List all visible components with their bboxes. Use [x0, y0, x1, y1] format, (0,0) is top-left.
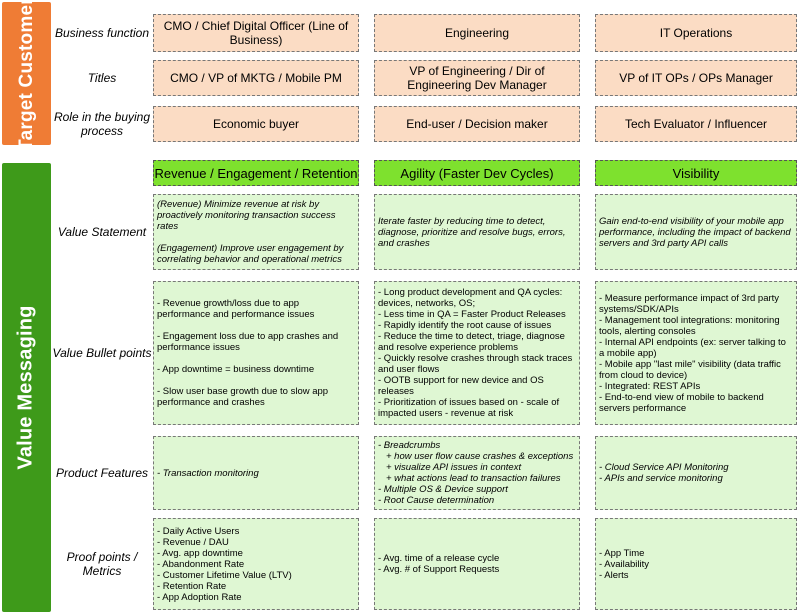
- col1-vs-line-1: (Revenue) Minimize revenue at risk by pr…: [157, 199, 336, 232]
- col3-bullet: - Management tool integrations: monitori…: [599, 314, 780, 337]
- col1-metric: - Avg. app downtime: [157, 547, 243, 559]
- col1-metric: - Daily Active Users: [157, 525, 240, 537]
- col2-role: End-user / Decision maker: [374, 106, 580, 142]
- row-label-role: Role in the buying process: [53, 110, 151, 138]
- col3-metric: - Alerts: [599, 569, 629, 581]
- col2-title: VP of Engineering / Dir of Engineering D…: [374, 60, 580, 96]
- col1-metric: - Customer Lifetime Value (LTV): [157, 569, 292, 581]
- col1-bullet: - Revenue growth/loss due to app perform…: [157, 298, 315, 320]
- col1-value-statement: (Revenue) Minimize revenue at risk by pr…: [153, 194, 359, 270]
- col3-value-bullets: - Measure performance impact of 3rd part…: [595, 281, 797, 425]
- col2-value-statement: Iterate faster by reducing time to detec…: [374, 194, 580, 270]
- col2-bullet: - Rapidly identify the root cause of iss…: [378, 320, 552, 331]
- col2-feature: - Multiple OS & Device support: [378, 484, 508, 495]
- row-label-product-features: Product Features: [55, 466, 149, 480]
- col3-bullet: - Measure performance impact of 3rd part…: [599, 292, 780, 315]
- col3-metric: - Availability: [599, 558, 649, 570]
- col2-bullet: - OOTB support for new device and OS rel…: [378, 375, 544, 397]
- col2-business-function: Engineering: [374, 14, 580, 52]
- col1-value-bullets: - Revenue growth/loss due to app perform…: [153, 281, 359, 425]
- col3-bullet: - End-to-end view of mobile to backend s…: [599, 391, 764, 414]
- col2-feature: - Root Cause determination: [378, 495, 495, 506]
- col1-metric: - Abandonment Rate: [157, 558, 245, 570]
- col3-title: VP of IT OPs / OPs Manager: [595, 60, 797, 96]
- col1-business-function: CMO / Chief Digital Officer (Line of Bus…: [153, 14, 359, 52]
- value-messaging-band: Value Messaging: [2, 163, 51, 612]
- col3-bullet: - Mobile app "last mile" visibility (dat…: [599, 358, 781, 381]
- col1-vs-line-2: (Engagement) Improve user engagement by …: [157, 243, 344, 265]
- col2-feature: - Breadcrumbs: [378, 440, 441, 451]
- col2-heading: Agility (Faster Dev Cycles): [374, 160, 580, 186]
- col1-heading: Revenue / Engagement / Retention: [153, 160, 359, 186]
- col2-proof-points: - Avg. time of a release cycle - Avg. # …: [374, 518, 580, 610]
- col1-metric: - Retention Rate: [157, 580, 227, 592]
- col2-product-features: - Breadcrumbs + how user flow cause cras…: [374, 436, 580, 510]
- col1-metric: - Revenue / DAU: [157, 536, 229, 548]
- row-label-value-bullets: Value Bullet points: [52, 346, 152, 360]
- col3-business-function: IT Operations: [595, 14, 797, 52]
- col2-value-bullets: - Long product development and QA cycles…: [374, 281, 580, 425]
- col3-feature: - Cloud Service API Monitoring: [599, 462, 729, 473]
- col3-feature: - APIs and service monitoring: [599, 473, 723, 484]
- row-label-value-statement: Value Statement: [57, 225, 147, 239]
- col1-product-features: - Transaction monitoring: [153, 436, 359, 510]
- col2-bullet: - Reduce the time to detect, triage, dia…: [378, 331, 565, 353]
- col3-product-features: - Cloud Service API Monitoring - APIs an…: [595, 436, 797, 510]
- value-messaging-label: Value Messaging: [15, 305, 38, 470]
- col2-bullet: - Quickly resolve crashes through stack …: [378, 353, 573, 375]
- col3-metric: - App Time: [599, 547, 645, 559]
- col1-role: Economic buyer: [153, 106, 359, 142]
- col3-vs-line-1: Gain end-to-end visibility of your mobil…: [599, 215, 791, 249]
- col3-proof-points: - App Time - Availability - Alerts: [595, 518, 797, 610]
- row-label-proof-points: Proof points / Metrics: [66, 550, 138, 578]
- col1-bullet: - Slow user base growth due to slow app …: [157, 386, 329, 408]
- col2-metric: - Avg. time of a release cycle: [378, 553, 500, 564]
- col1-proof-points: - Daily Active Users - Revenue / DAU - A…: [153, 518, 359, 610]
- col1-bullet: - Engagement loss due to app crashes and…: [157, 331, 339, 353]
- col2-metric: - Avg. # of Support Requests: [378, 564, 500, 575]
- col3-bullet: - Internal API endpoints (ex: server tal…: [599, 336, 786, 359]
- col1-bullet: - App downtime = business downtime: [157, 364, 315, 375]
- col2-feature-sub: + how user flow cause crashes & exceptio…: [386, 451, 574, 462]
- row-label-business-function: Business function: [54, 26, 150, 40]
- col1-title: CMO / VP of MKTG / Mobile PM: [153, 60, 359, 96]
- row-label-titles: Titles: [87, 71, 117, 85]
- col3-heading: Visibility: [595, 160, 797, 186]
- col3-bullet: - Integrated: REST APIs: [599, 380, 701, 392]
- col3-value-statement: Gain end-to-end visibility of your mobil…: [595, 194, 797, 270]
- target-customer-band: Target Customer: [2, 0, 51, 150]
- col2-bullet: - Less time in QA = Faster Product Relea…: [378, 309, 566, 320]
- col2-feature-sub: + what actions lead to transaction failu…: [386, 473, 561, 484]
- col1-feature: - Transaction monitoring: [157, 467, 259, 479]
- col2-bullet: - Prioritization of issues based on - sc…: [378, 397, 560, 419]
- col3-role: Tech Evaluator / Influencer: [595, 106, 797, 142]
- col1-metric: - App Adoption Rate: [157, 591, 242, 603]
- col2-vs-line-1: Iterate faster by reducing time to detec…: [378, 215, 566, 249]
- col2-feature-sub: + visualize API issues in context: [386, 462, 522, 473]
- col2-bullet: - Long product development and QA cycles…: [378, 287, 563, 309]
- target-customer-label: Target Customer: [15, 0, 37, 151]
